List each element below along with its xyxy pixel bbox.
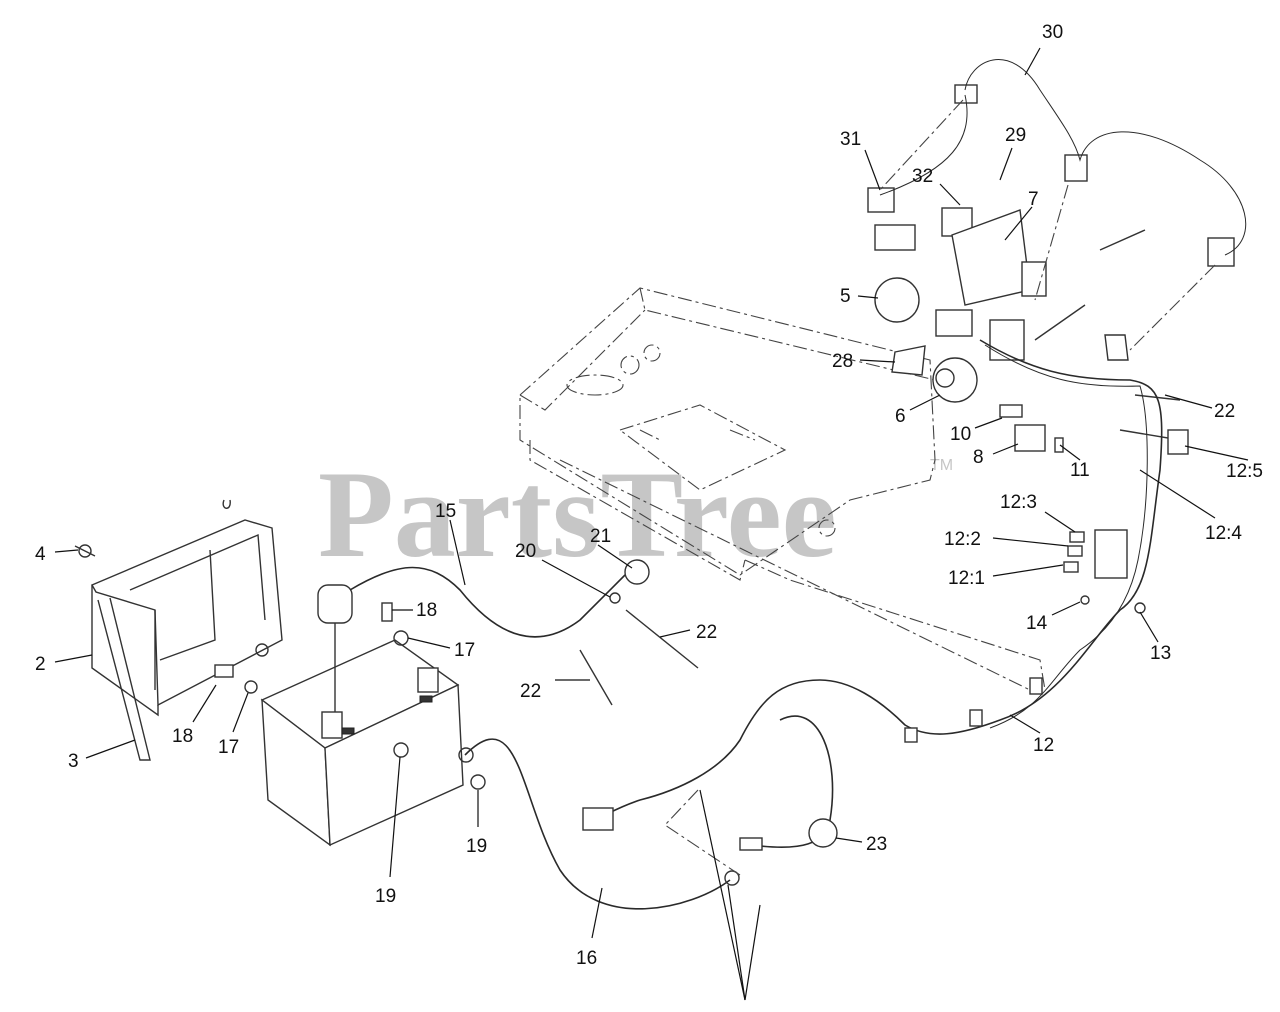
battery-box — [91, 519, 283, 717]
callout-19-left: 19 — [375, 886, 396, 907]
battery-cable-positive — [317, 566, 626, 712]
wing-nut — [74, 499, 231, 558]
callout-3: 3 — [68, 751, 79, 772]
callout-17-lower: 17 — [218, 737, 239, 758]
cable-ties — [579, 229, 1181, 706]
battery-cable-negative — [458, 738, 740, 910]
callout-12-3: 12:3 — [1000, 492, 1037, 513]
callout-23: 23 — [866, 834, 887, 855]
callout-2: 2 — [35, 654, 46, 675]
callout-31: 31 — [840, 129, 861, 150]
callout-12-1: 12:1 — [948, 568, 985, 589]
callout-16: 16 — [576, 948, 597, 969]
callout-30: 30 — [1042, 22, 1063, 43]
callout-20: 20 — [515, 541, 536, 562]
callout-8: 8 — [973, 447, 984, 468]
callout-5: 5 — [840, 286, 851, 307]
main-harness — [582, 339, 1163, 851]
callout-12-2: 12:2 — [944, 529, 981, 550]
callout-11: 11 — [1070, 460, 1090, 481]
callout-22-top: 22 — [1214, 401, 1235, 422]
harness-upper — [964, 59, 1247, 256]
callout-14: 14 — [1026, 613, 1048, 634]
battery — [260, 639, 464, 847]
callout-15: 15 — [435, 501, 456, 522]
leader-lines — [54, 47, 1249, 1001]
callout-10: 10 — [950, 424, 971, 445]
callout-12-5: 12:5 — [1226, 461, 1263, 482]
callout-labels: 30 31 29 32 7 5 28 6 22 10 8 11 12:5 12:… — [35, 22, 1263, 969]
callout-32: 32 — [912, 166, 933, 187]
frame-panel — [519, 287, 1046, 691]
watermark-trademark: TM — [930, 457, 953, 474]
hold-down-rod — [97, 597, 151, 761]
harness-branch — [879, 94, 968, 196]
callout-29: 29 — [1005, 125, 1026, 146]
fasteners — [214, 559, 650, 790]
callout-4: 4 — [35, 544, 46, 565]
callout-18-upper: 18 — [416, 600, 437, 621]
callout-13: 13 — [1150, 643, 1171, 664]
callout-19-right: 19 — [466, 836, 487, 857]
callout-12-4: 12:4 — [1205, 523, 1242, 544]
callout-7: 7 — [1028, 189, 1039, 210]
callout-17-upper: 17 — [454, 640, 475, 661]
callout-21: 21 — [590, 526, 611, 547]
callout-22-mid: 22 — [696, 622, 717, 643]
callout-18-lower: 18 — [172, 726, 193, 747]
callout-6: 6 — [895, 406, 906, 427]
callout-12: 12 — [1033, 735, 1054, 756]
watermark-text: PartsTree — [318, 446, 837, 583]
callout-22-low: 22 — [520, 681, 541, 702]
callout-28: 28 — [832, 351, 853, 372]
